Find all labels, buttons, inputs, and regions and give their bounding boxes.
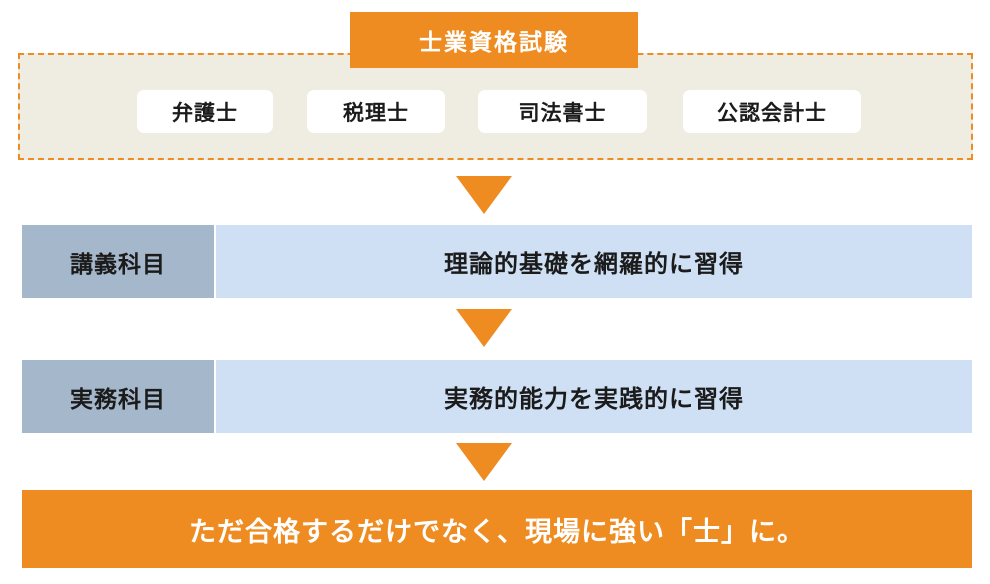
subject-row-practical: 実務科目 実務的能力を実践的に習得 bbox=[22, 360, 972, 433]
exam-title-badge: 士業資格試験 bbox=[350, 12, 638, 68]
down-arrow-icon bbox=[456, 443, 512, 481]
row-description-lecture: 理論的基礎を網羅的に習得 bbox=[216, 225, 972, 298]
exam-qualifications-panel: 弁護士 税理士 司法書士 公認会計士 bbox=[18, 53, 973, 160]
qualification-chip-lawyer: 弁護士 bbox=[137, 90, 273, 133]
subject-row-lecture: 講義科目 理論的基礎を網羅的に習得 bbox=[22, 225, 972, 298]
qualification-chip-tax-accountant: 税理士 bbox=[307, 90, 445, 133]
qualification-chip-cpa: 公認会計士 bbox=[683, 90, 861, 133]
qualification-chip-judicial-scrivener: 司法書士 bbox=[478, 90, 647, 133]
down-arrow-icon bbox=[456, 309, 512, 347]
conclusion-banner: ただ合格するだけでなく、現場に強い「士」に。 bbox=[22, 490, 972, 568]
row-description-practical: 実務的能力を実践的に習得 bbox=[216, 360, 972, 433]
down-arrow-icon bbox=[456, 176, 512, 214]
row-label-lecture: 講義科目 bbox=[22, 225, 214, 298]
row-label-practical: 実務科目 bbox=[22, 360, 214, 433]
